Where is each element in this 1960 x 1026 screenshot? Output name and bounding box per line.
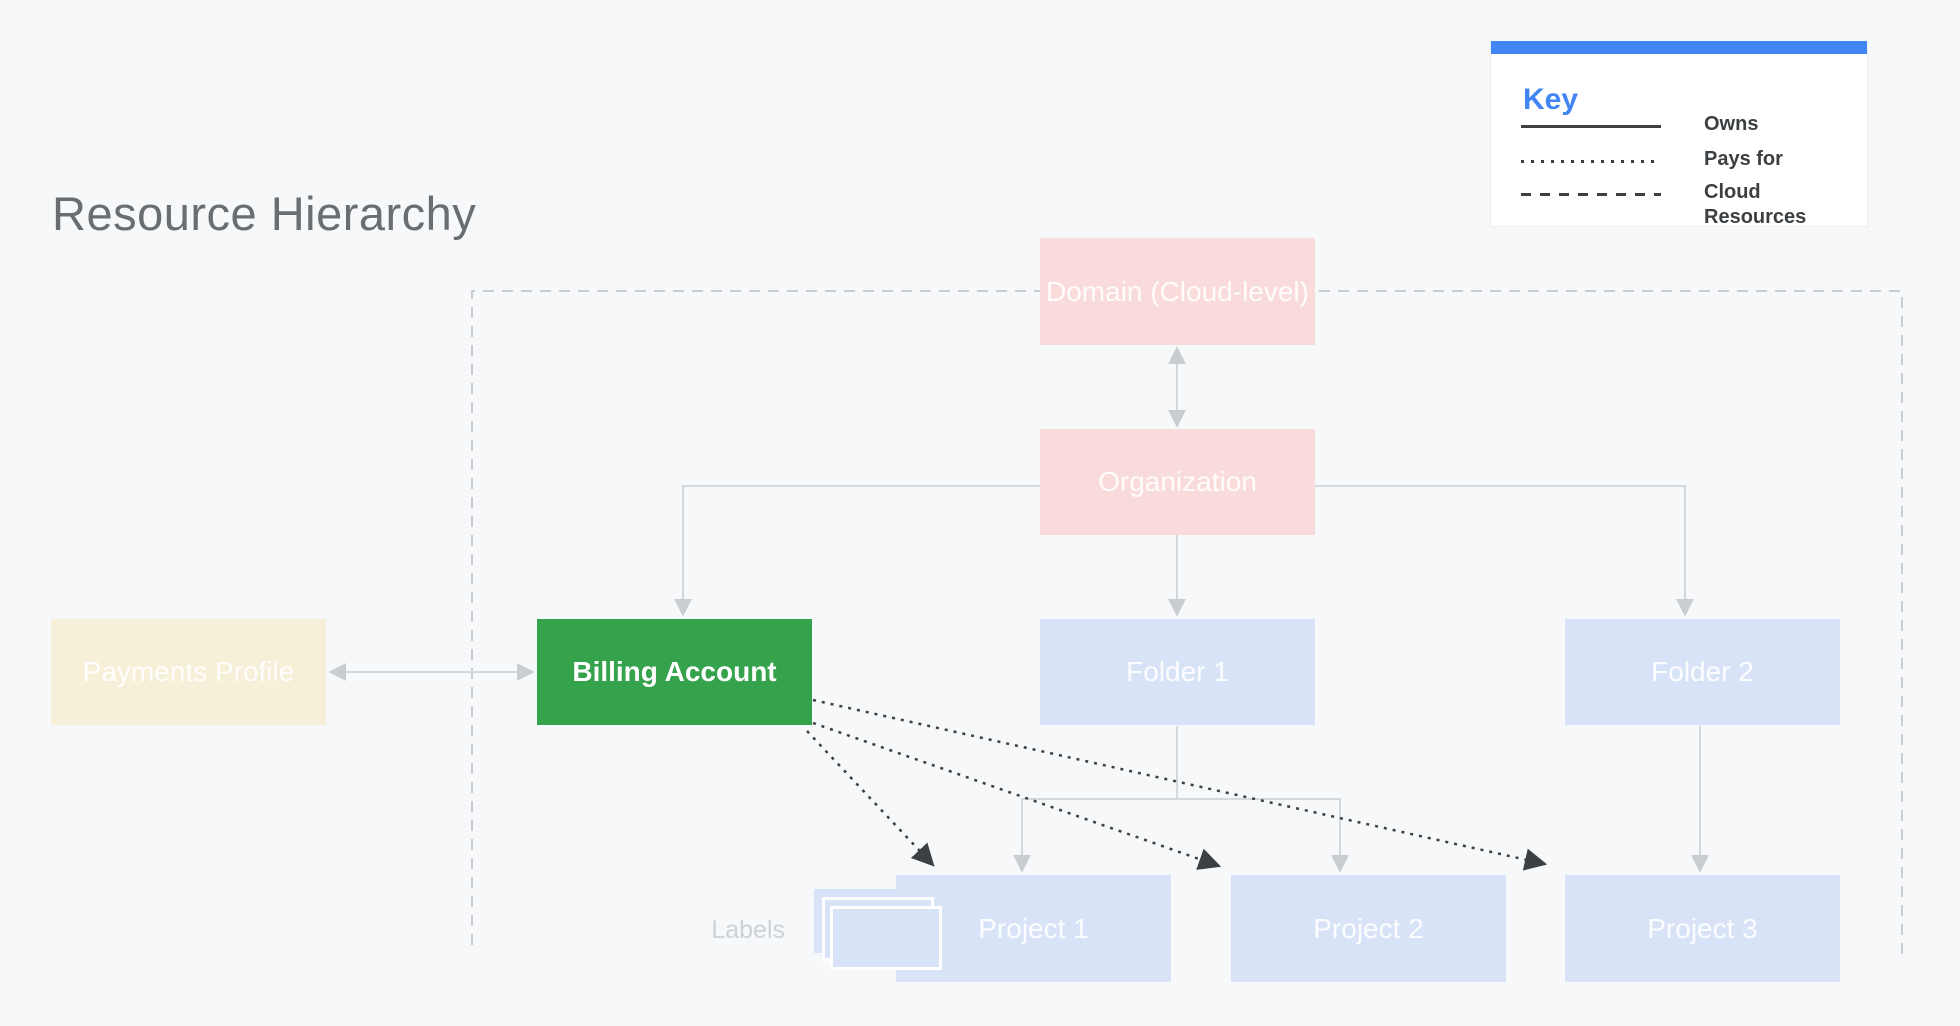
node-folder-1-label: Folder 1 [1126, 656, 1229, 687]
node-organization-label: Organization [1098, 466, 1257, 497]
owns-label: Owns [1704, 113, 1759, 135]
node-payments-profile-label: Payments Profile [82, 656, 295, 687]
node-project-3: Project 3 [1565, 875, 1840, 982]
node-payments-profile: Payments Profile [51, 619, 326, 725]
cloud-resources-label: Cloud Resources [1704, 181, 1807, 228]
pays-for-line-sample [1521, 160, 1661, 163]
node-organization: Organization [1040, 429, 1315, 535]
owns-line-sample [1521, 125, 1661, 128]
owns-arrow-organization-to-folder-2 [1314, 485, 1694, 617]
node-billing-account: Billing Account [537, 619, 812, 725]
label-card-front [830, 906, 942, 970]
node-domain-label: Domain (Cloud-level) [1046, 275, 1309, 307]
key-legend-panel: Key Owns Pays for Cloud Resources [1490, 41, 1868, 228]
owns-arrow-organization-to-billing-account [674, 485, 1041, 617]
page-title: Resource Hierarchy [52, 187, 477, 240]
cloud-resources-line-sample [1521, 193, 1661, 196]
key-title: Key [1523, 83, 1579, 116]
node-project-1-label: Project 1 [978, 912, 1089, 944]
node-project-2-label: Project 2 [1313, 912, 1424, 944]
pays-for-arrow-billing-account-to-project-1 [806, 730, 935, 867]
node-project-3-label: Project 3 [1647, 912, 1758, 944]
key-accent-bar [1491, 41, 1867, 54]
node-folder-2: Folder 2 [1565, 619, 1840, 725]
pays-for-label: Pays for [1704, 148, 1783, 170]
node-folder-2-label: Folder 2 [1651, 656, 1754, 687]
node-domain: Domain (Cloud-level) [1040, 238, 1315, 345]
node-billing-account-label: Billing Account [572, 656, 777, 687]
node-folder-1: Folder 1 [1040, 619, 1315, 725]
labels-card-stack-icon [814, 889, 946, 973]
node-project-2: Project 2 [1231, 875, 1506, 982]
labels-caption: Labels [711, 916, 785, 944]
